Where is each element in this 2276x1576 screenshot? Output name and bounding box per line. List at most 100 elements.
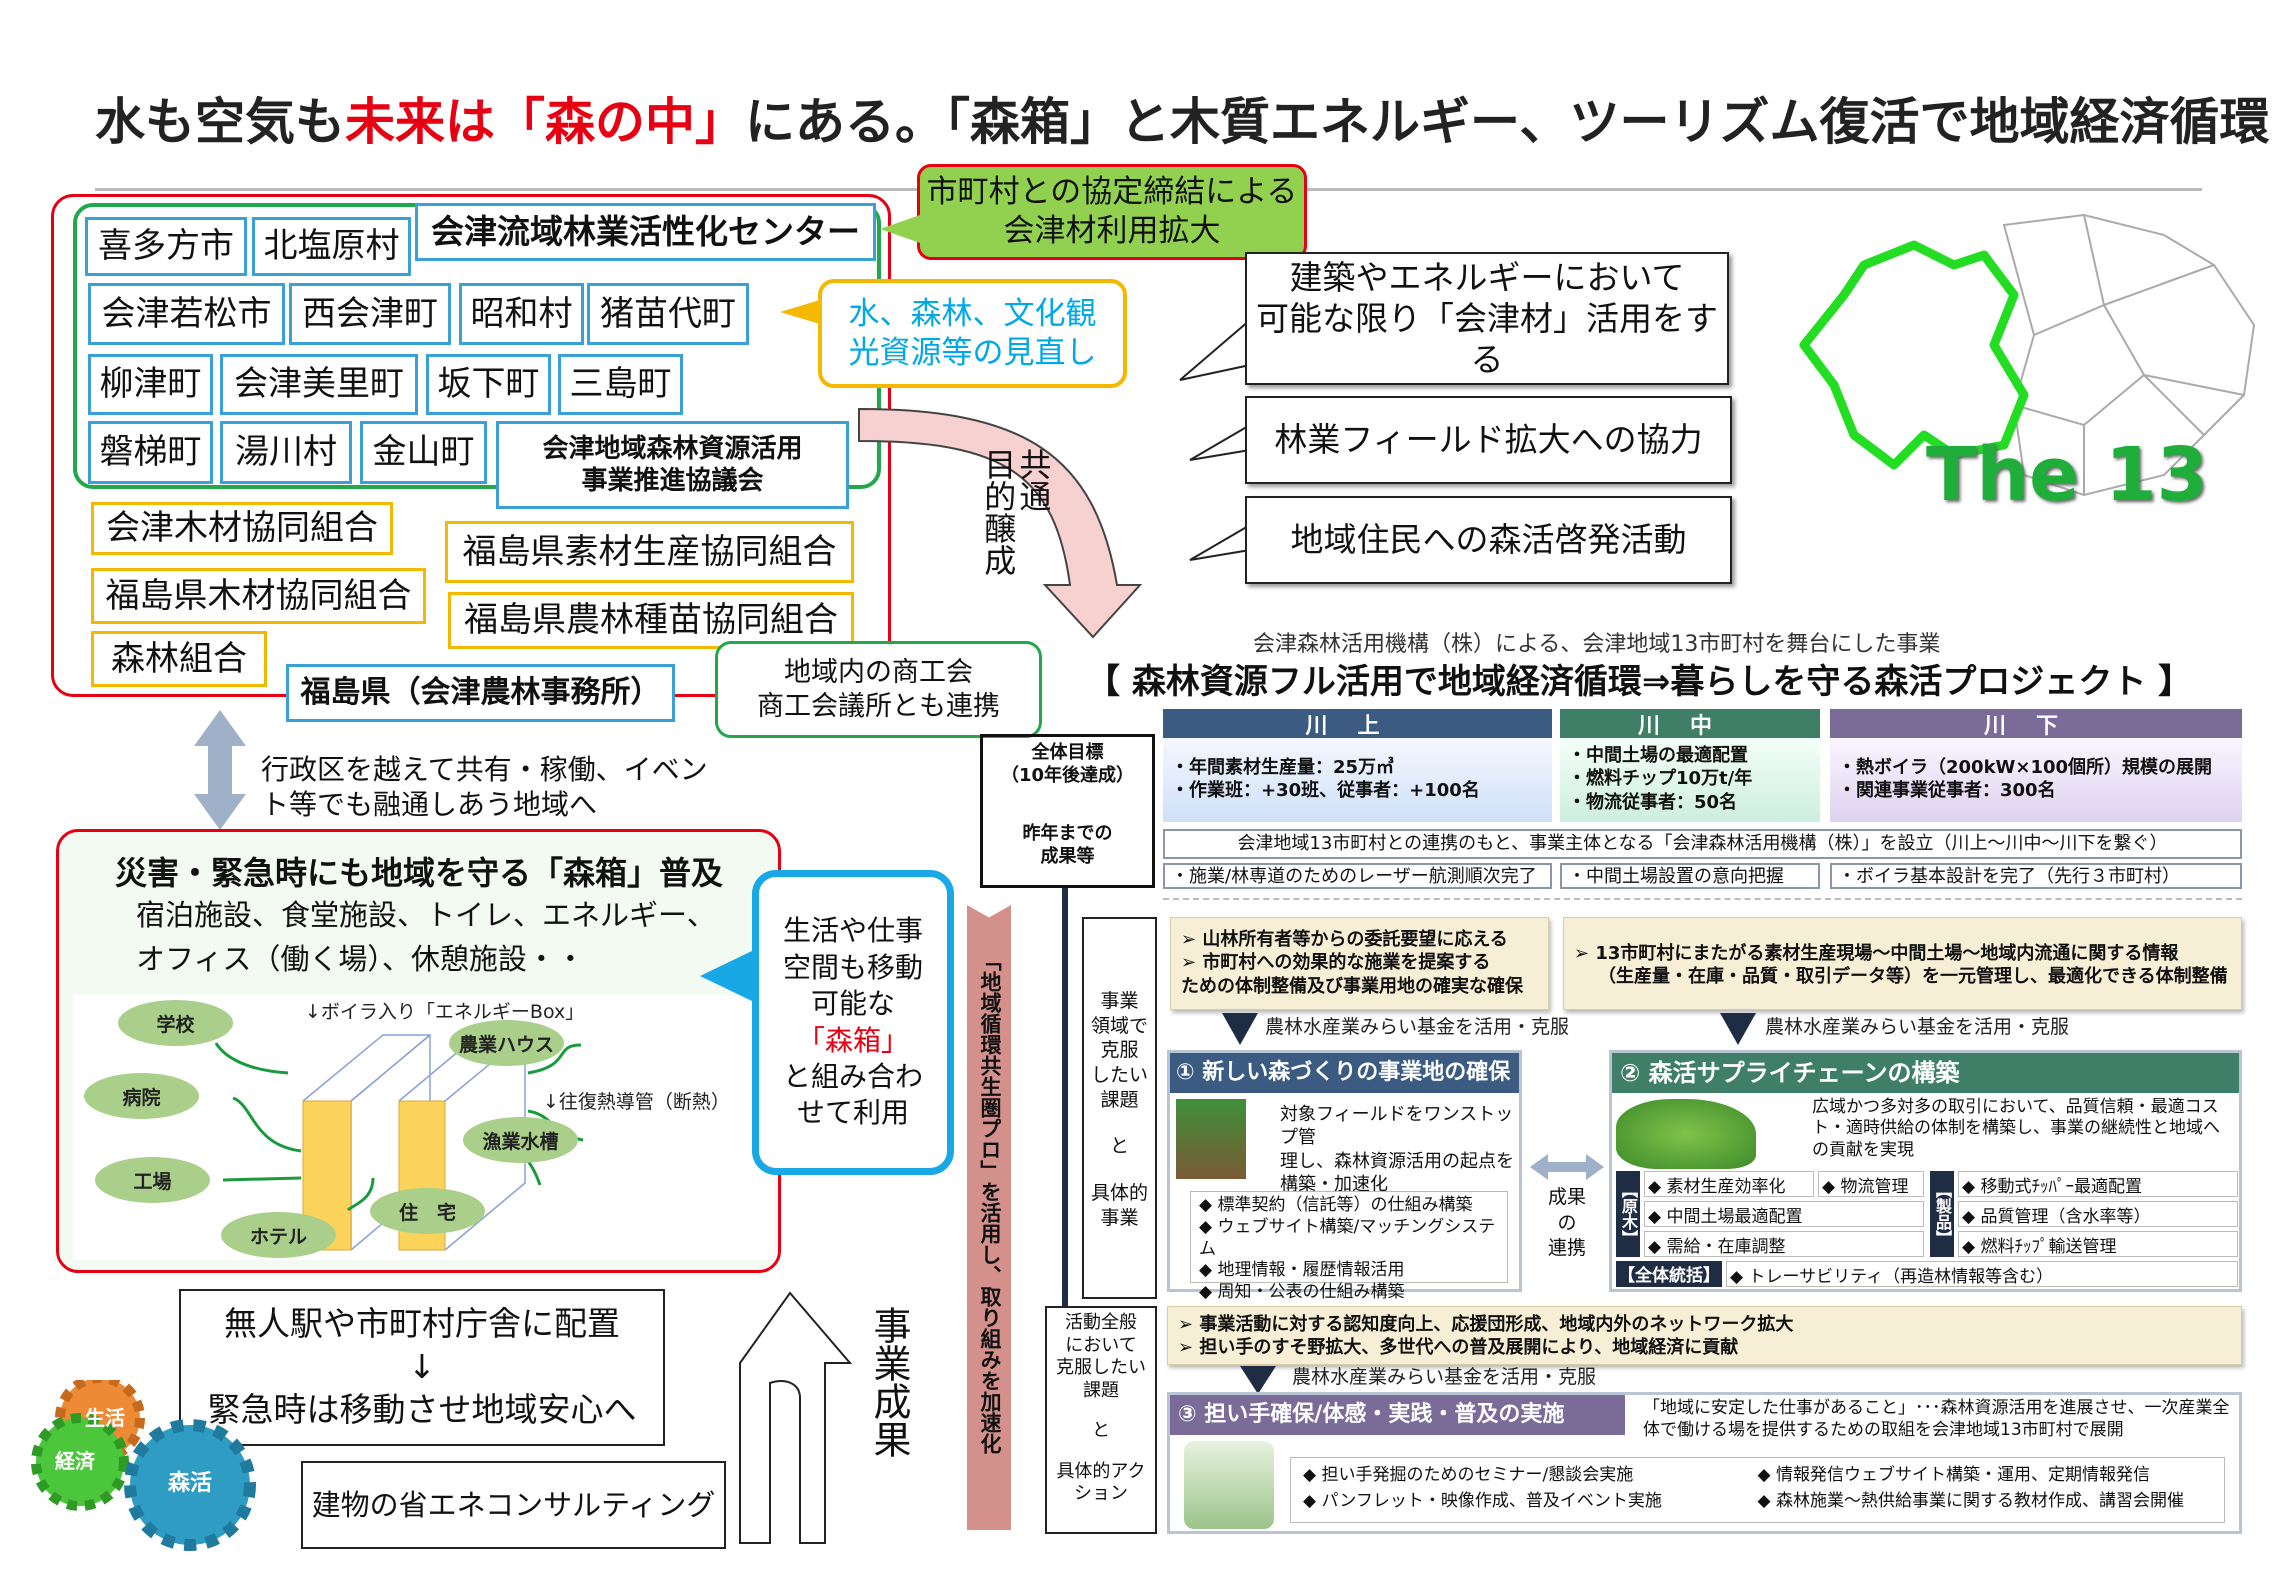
- label-line: において: [1065, 1334, 1137, 1356]
- callout-line: 市町村との協定締結による: [926, 174, 1298, 211]
- residents-callout: 地域住民への森活啓発活動: [1245, 496, 1732, 584]
- text-line: ト等でも融通しあう地域へ: [261, 788, 598, 821]
- item: ◆ 地理情報・履歴情報活用: [1199, 1260, 1405, 1281]
- label-line: 事業: [1100, 1206, 1139, 1229]
- needs-box-3: ➢ 事業活動に対する認知度向上、応援団形成、地域内外のネットワーク拡大➢ 担い手…: [1167, 1306, 2242, 1365]
- node-school: 学校: [118, 1000, 233, 1046]
- goal-midstream: ・中間土場の最適配置・燃料チップ10万t/年・物流従事者：50名: [1560, 738, 1820, 822]
- common-purpose-arrow: [858, 407, 1143, 639]
- needs-line: （生産量・在庫・品質・取引データ等）を一元管理し、最適化できる体制整備: [1598, 966, 2228, 988]
- label-line: したい: [1090, 1064, 1148, 1087]
- label-line: （10年後達成）: [1000, 765, 1135, 787]
- needs-line: ➢ 市町村への効果的な施業を提案する: [1181, 952, 1491, 974]
- union: 福島県素材生産協同組合: [445, 521, 854, 583]
- raw-wood-label: 【原木】: [1616, 1171, 1640, 1257]
- label-line: 連携: [1548, 1237, 1587, 1260]
- council-line: 会津地域森林資源活用: [542, 433, 803, 464]
- gear-label: 経済: [55, 1449, 96, 1473]
- item: ◆ ウェブサイト構築/マッチングシステム: [1199, 1216, 1496, 1259]
- fund-label: 農林水産業みらい基金を活用・克服: [1292, 1366, 1597, 1388]
- title-part2: 未来は「森の中」: [345, 93, 745, 151]
- bubble-tail: [700, 950, 754, 1002]
- label-line: 成果: [1548, 1186, 1587, 1208]
- mobility-bubble: 生活や仕事 空間も移動 可能な 「森箱」 と組み合わ せて利用: [752, 870, 954, 1175]
- municipality: 猪苗代町: [587, 283, 749, 345]
- raw-item: ◆ 中間土場最適配置: [1644, 1201, 1924, 1227]
- item: ◆ 担い手発掘のためのセミナー/懇談会実施: [1303, 1465, 1634, 1485]
- municipality: 坂下町: [426, 354, 551, 415]
- issue-label-box: 事業領域で克服したい課題と具体的事業: [1082, 917, 1157, 1299]
- goal-line: ・熱ボイラ（200kW×100個所）規模の展開: [1838, 757, 2213, 778]
- bubble-line: せて利用: [796, 1096, 909, 1130]
- council-line: 事業推進協議会: [581, 466, 764, 496]
- node-farm-house: 農業ハウス: [449, 1020, 564, 1066]
- municipality: 柳津町: [88, 354, 213, 415]
- callout-line: 可能な限り「会津材」活用をする: [1256, 298, 1718, 380]
- council-box: 会津地域森林資源活用事業推進協議会: [496, 421, 849, 509]
- bubble-line: 可能な: [810, 987, 895, 1021]
- raw-item: ◆ 物流管理: [1818, 1171, 1924, 1197]
- callout-tail: [780, 300, 820, 324]
- municipality: 喜多方市: [85, 217, 247, 276]
- item: ◆ 森林施業〜熱供給事業に関する教材作成、講習会開催: [1757, 1491, 2184, 1511]
- label-line: ション: [1074, 1483, 1128, 1504]
- section-1-desc: 対象フィールドをワンストップ管理し、森林資源活用の起点を構築・加速化: [1280, 1103, 1519, 1197]
- desc-line: 広域かつ多対多の取引において、品質信頼・最適コス: [1812, 1097, 2219, 1117]
- past-midstream: ・中間土場設置の意向把握: [1560, 863, 1820, 889]
- section-1: ① 新しい森づくりの事業地の確保 対象フィールドをワンストップ管理し、森林資源活…: [1167, 1050, 1522, 1302]
- fund-label: 農林水産業みらい基金を活用・克服: [1765, 1016, 2070, 1038]
- label-line: 領域で: [1090, 1014, 1148, 1037]
- gears-icon: 生活 経済 森活: [31, 1380, 256, 1551]
- union: 福島県農林種苗協同組合: [448, 592, 854, 649]
- deploy-line: ↓: [408, 1347, 436, 1387]
- municipality: 湯川村: [220, 421, 352, 484]
- result-up-arrow: [739, 1291, 853, 1544]
- moribako-line: 宿泊施設、食堂施設、トイレ、エネルギー、: [136, 898, 716, 932]
- column-header-midstream: 川中: [1560, 709, 1820, 739]
- gear-label: 生活: [85, 1406, 125, 1430]
- label-line: 克服: [1100, 1039, 1139, 1062]
- goal-line: ・燃料チップ10万t/年: [1568, 768, 1753, 790]
- commerce-callout: 地域内の商工会商工会議所とも連携: [715, 641, 1042, 738]
- section-3: ③ 担い手確保/体感・実践・普及の実施 「地域に安定した仕事があること」･･･森…: [1167, 1392, 2242, 1534]
- up-down-arrow-icon: [194, 710, 246, 830]
- review-callout: 水、森林、文化観光資源等の見直し: [818, 279, 1127, 388]
- field-callout: 林業フィールド拡大への協力: [1245, 396, 1732, 484]
- needs-line: ➢ 13市町村にまたがる素材生産現場〜中間土場〜地域内流通に関する情報: [1574, 943, 2179, 964]
- callout-tail: [880, 215, 920, 243]
- goal-line: ・関連事業従事者：300名: [1838, 780, 2056, 802]
- common-purpose-label: 共通目的醸成: [979, 448, 1053, 576]
- label-line: 事業: [1100, 990, 1139, 1012]
- aizu-outline: [1799, 240, 2029, 470]
- goal-upstream: ・年間素材生産量：25万㎥・作業班：+30班、従事者：+100名: [1163, 738, 1552, 822]
- energy-box-label: ↓ボイラ入り「エネルギーBox」: [305, 1001, 585, 1023]
- callout-tails: [1179, 319, 1251, 561]
- municipality: 磐梯町: [88, 421, 213, 484]
- down-arrow-icon: [1240, 1366, 1276, 1394]
- municipality: 金山町: [360, 421, 487, 484]
- union: 森林組合: [91, 631, 267, 687]
- label-line: 具体的: [1090, 1182, 1148, 1205]
- municipality: 昭和村: [459, 283, 584, 345]
- label-line: 成果等: [1040, 846, 1095, 868]
- deploy-line: 緊急時は移動させ地域安心へ: [207, 1389, 637, 1429]
- union: 会津木材協同組合: [91, 502, 393, 555]
- item: ◆ パンフレット・映像作成、普及イベント実施: [1303, 1491, 1662, 1511]
- label-line: 共通: [1014, 448, 1053, 512]
- gear-label: 森活: [168, 1470, 212, 1496]
- section-2-title: ② 森活サプライチェーンの構築: [1612, 1053, 2239, 1093]
- needs-line: ための体制整備及び事業用地の確実な確保: [1181, 975, 1523, 997]
- label-line: と: [1092, 1420, 1110, 1441]
- moribako-line: オフィス（働く場）、休憩施設・・: [136, 942, 585, 976]
- node-housing: 住 宅: [370, 1188, 485, 1234]
- project-heading: 【 森林資源フル活用で地域経済循環⇒暮らしを守る森活プロジェクト 】: [1086, 662, 2193, 702]
- callout-line: 光資源等の見直し: [848, 334, 1097, 371]
- consulting-box: 建物の省エネコンサルティング: [301, 1461, 726, 1549]
- union: 福島県木材協同組合: [91, 568, 426, 624]
- forestry-center: 会津流域林業活性化センター: [415, 203, 876, 261]
- column-header-downstream: 川下: [1830, 709, 2242, 739]
- overall-label: 【全体統括】: [1616, 1261, 1722, 1287]
- prefecture-office: 福島県（会津農林事務所）: [286, 664, 675, 722]
- down-arrow-icon: [1720, 1013, 1756, 1045]
- product-label: 【製品】: [1930, 1171, 1954, 1257]
